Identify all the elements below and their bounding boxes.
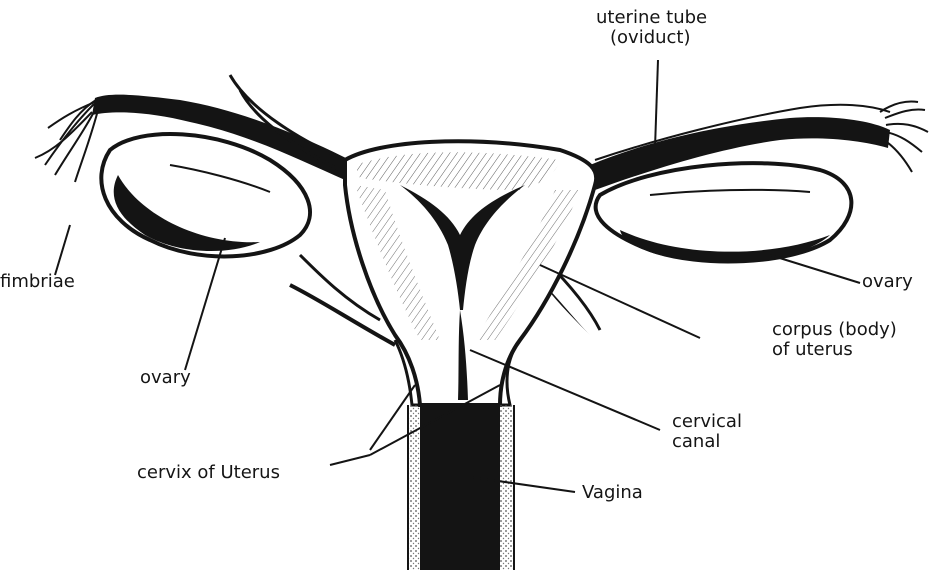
label-corpus-line1: corpus (body) <box>772 320 897 340</box>
label-cervical-line1: cervical <box>672 412 742 432</box>
label-vagina: Vagina <box>582 483 643 503</box>
label-uterine-tube-line2: (oviduct) <box>596 28 707 48</box>
label-uterine-tube: uterine tube (oviduct) <box>596 8 707 48</box>
label-corpus: corpus (body) of uterus <box>772 320 897 360</box>
label-cervical-line2: canal <box>672 432 742 452</box>
label-cervix: cervix of Uterus <box>137 463 280 483</box>
label-corpus-line2: of uterus <box>772 340 897 360</box>
right-ovary <box>596 163 852 261</box>
left-fimbriae <box>35 100 98 182</box>
label-uterine-tube-line1: uterine tube <box>596 8 707 28</box>
label-ovary-left: ovary <box>140 368 191 388</box>
label-fimbriae: fimbriae <box>0 272 75 292</box>
vagina-tube <box>420 405 500 570</box>
label-cervical-canal: cervical canal <box>672 412 742 452</box>
label-ovary-right: ovary <box>862 272 913 292</box>
